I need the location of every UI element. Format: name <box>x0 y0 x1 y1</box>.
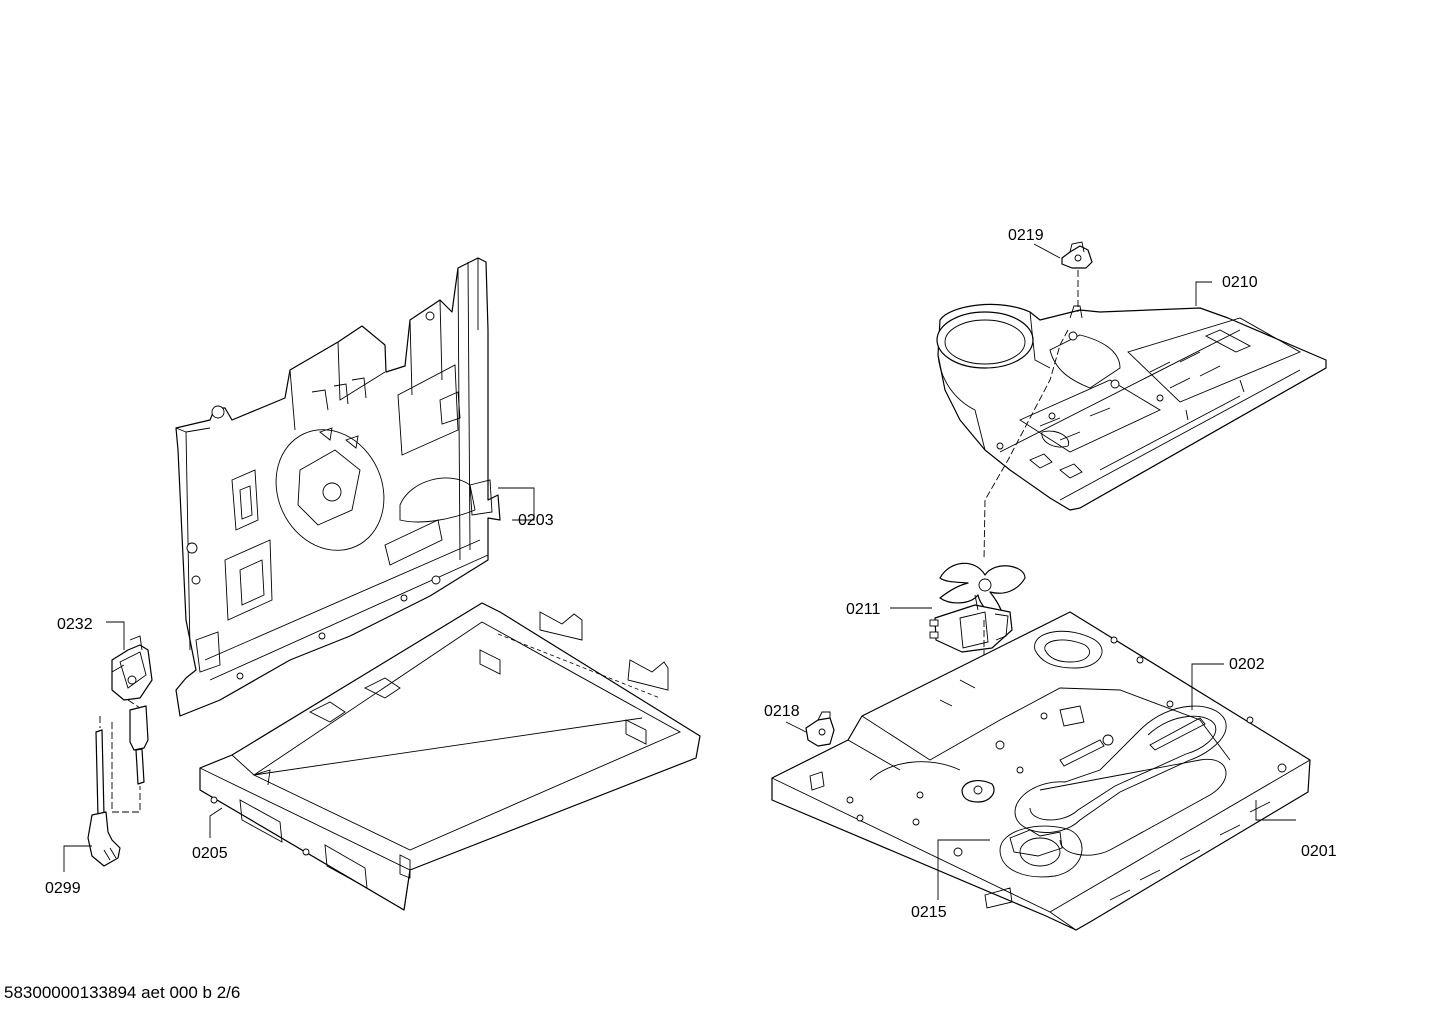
document-code: 58300000133894 aet 000 b 2/6 <box>4 983 240 1002</box>
label-0218: 0218 <box>764 703 800 720</box>
part-0203-rear-wall <box>175 257 501 717</box>
part-0299-power-cable <box>87 699 149 867</box>
part-0205-base-tray <box>199 602 701 911</box>
part-0211-fan-motor <box>929 562 1026 653</box>
part-0210-fan-housing <box>936 303 1327 511</box>
part-0219-thermostat <box>1061 241 1093 269</box>
label-0205: 0205 <box>192 845 228 862</box>
label-0201: 0201 <box>1301 843 1337 860</box>
label-0203: 0203 <box>518 512 554 529</box>
label-0232: 0232 <box>57 616 93 633</box>
part-0232-bracket <box>111 635 153 701</box>
part-0201-base-plate <box>771 611 1311 931</box>
leader-lines <box>63 243 1296 900</box>
label-0215: 0215 <box>911 904 947 921</box>
label-0210: 0210 <box>1222 274 1258 291</box>
part-0218-switch <box>805 711 835 747</box>
label-0202: 0202 <box>1229 656 1265 673</box>
label-0219: 0219 <box>1008 227 1044 244</box>
label-0211: 0211 <box>846 601 881 618</box>
label-0299: 0299 <box>45 880 81 897</box>
